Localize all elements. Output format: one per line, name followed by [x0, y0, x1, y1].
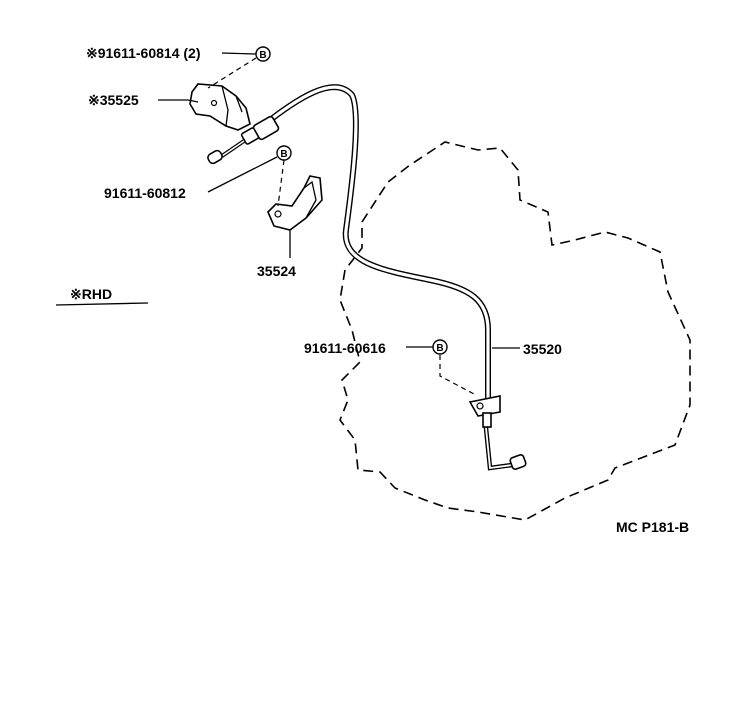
cable-upper-end: [207, 115, 280, 165]
callout-b-lower: B: [432, 339, 448, 355]
callout-b-mid: B: [276, 145, 292, 161]
leader-lines: [55, 52, 520, 395]
label-bolt-91611-60814: ※91611-60814 (2): [86, 45, 200, 61]
label-cable-35520: 35520: [523, 341, 562, 357]
callout-b-top: B: [255, 46, 271, 62]
label-bolt-91611-60812: 91611-60812: [104, 185, 186, 201]
transmission-outline: [339, 141, 691, 521]
svg-text:B: B: [436, 343, 443, 354]
bracket-35524: [267, 175, 323, 231]
label-bolt-91611-60616: 91611-60616: [304, 340, 386, 356]
label-bracket-35525: ※35525: [88, 92, 139, 108]
label-diagram-code: MC P181-B: [616, 519, 689, 535]
label-rhd-note: ※RHD: [70, 286, 112, 302]
shift-cable: [252, 84, 527, 471]
svg-text:B: B: [280, 149, 287, 160]
svg-text:B: B: [259, 50, 266, 61]
label-bracket-35524: 35524: [257, 263, 296, 279]
bracket-35525: [187, 83, 251, 131]
